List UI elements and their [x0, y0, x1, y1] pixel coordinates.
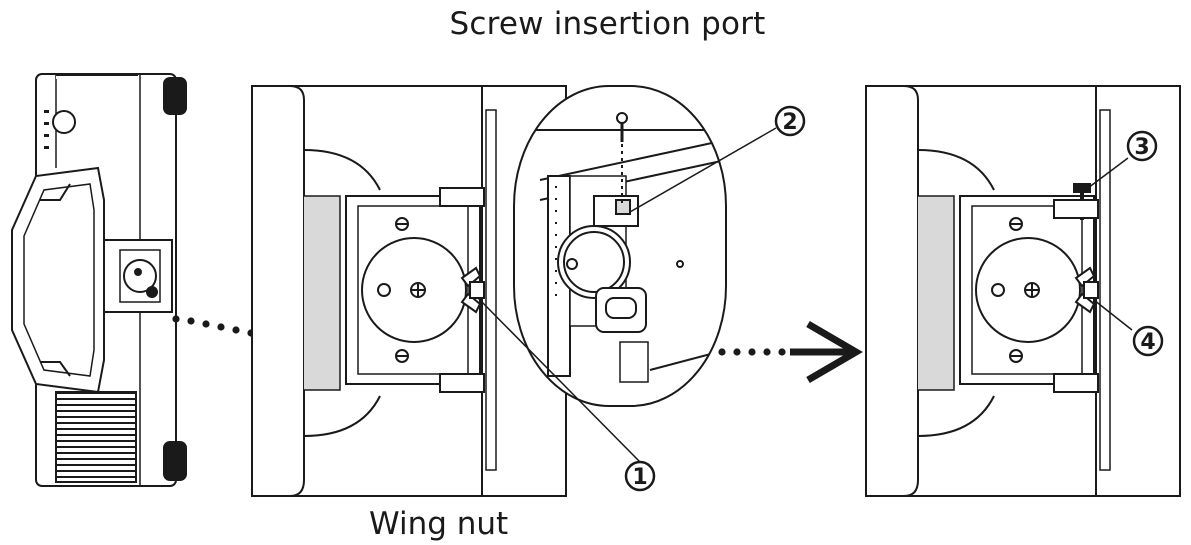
callout-4-leader	[1093, 299, 1133, 331]
screw-icon	[616, 112, 628, 142]
projector-side-view	[11, 73, 187, 487]
wing-nut-label: Wing nut	[369, 506, 509, 542]
result-panel	[865, 85, 1181, 497]
wing-nut-upper	[460, 266, 482, 288]
bottom-screw	[395, 349, 409, 363]
callout-1: 1	[624, 460, 656, 492]
zoom-callout	[513, 85, 727, 407]
bracket-detail-panel	[251, 85, 567, 497]
callout-2-number: 2	[782, 110, 797, 135]
callout-3-number: 3	[1134, 135, 1149, 160]
projector-foot-top	[163, 77, 187, 115]
callout-2: 2	[774, 105, 806, 137]
sensor-circle	[52, 110, 76, 134]
callout-2-leader	[629, 127, 777, 213]
screw-insertion-port-label: Screw insertion port	[449, 6, 766, 42]
callout-3-leader	[1087, 157, 1129, 189]
projector-foot-bottom	[163, 441, 187, 481]
top-vents	[56, 74, 138, 79]
arrow-to-result	[718, 320, 863, 384]
callout-3: 3	[1126, 130, 1158, 162]
wing-nut-lower	[460, 292, 482, 314]
top-screw	[395, 217, 409, 231]
callout-4: 4	[1132, 325, 1164, 357]
callout-1-number: 1	[632, 465, 647, 490]
callout-1-leader	[477, 297, 641, 463]
hex-screw	[410, 282, 426, 298]
wing-nut-dot	[146, 286, 158, 298]
bottom-vents	[55, 391, 137, 483]
callout-4-number: 4	[1140, 330, 1155, 355]
